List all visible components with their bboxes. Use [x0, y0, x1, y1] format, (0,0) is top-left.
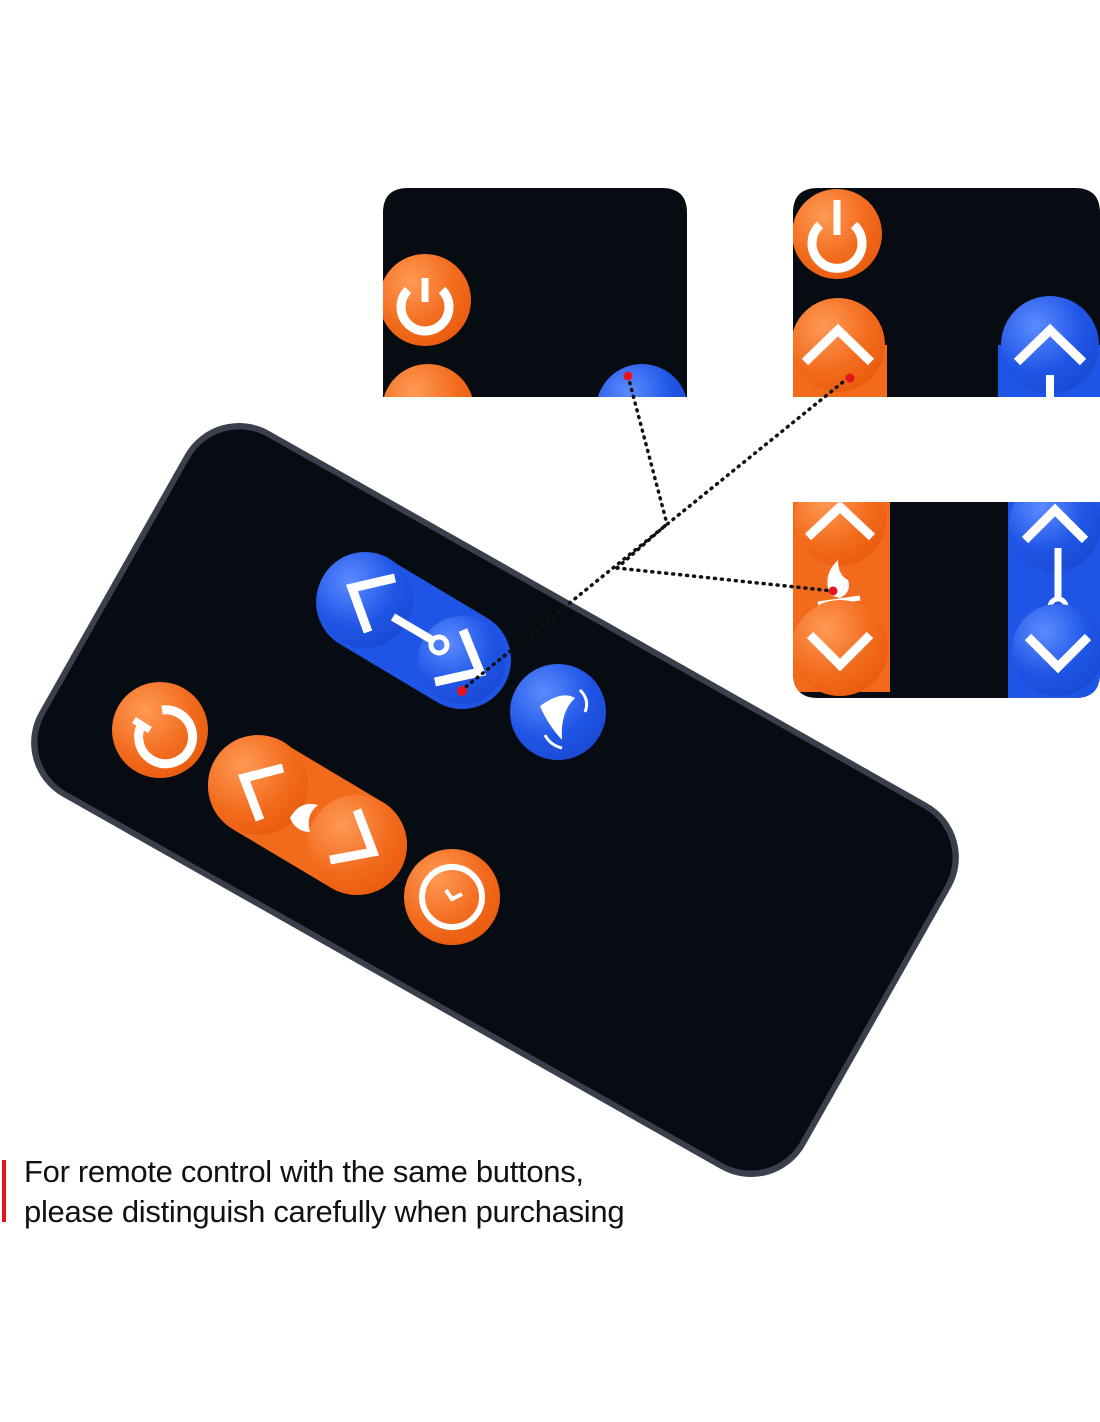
- flame-down-icon: [806, 631, 874, 672]
- flame-up-icon: [804, 502, 876, 541]
- power-icon: [807, 221, 867, 273]
- timer-up-down-button[interactable]: [316, 552, 511, 709]
- timer-up-icon: [346, 573, 397, 634]
- timer-button-detail: [596, 364, 687, 397]
- power-icon: [396, 286, 454, 336]
- caption-line-1: For remote control with the same buttons…: [24, 1154, 584, 1189]
- flame-up-icon: [238, 763, 285, 822]
- up-arrow-icon: [801, 323, 875, 366]
- caption-accent-bar: [2, 1160, 6, 1222]
- fan-heat-icon: [540, 695, 575, 740]
- timer-needle-icon: [390, 613, 435, 644]
- remote-face: [37, 429, 953, 1171]
- up-button-detail: [383, 364, 474, 397]
- timer-down-icon: [1024, 633, 1092, 674]
- detail-panel-b: [793, 188, 1100, 397]
- timer-up-icon: [1013, 323, 1087, 366]
- remote-control: [31, 423, 959, 1177]
- detail-panel-a: [383, 188, 687, 397]
- callout-markers: [457, 371, 855, 696]
- power-button[interactable]: [112, 682, 208, 778]
- callout-lines: [460, 374, 850, 692]
- flame-icon: [290, 803, 318, 832]
- flame-up-down-button[interactable]: [208, 735, 407, 895]
- flame-down-icon: [329, 808, 380, 865]
- caption-line-2: please distinguish carefully when purcha…: [24, 1194, 625, 1229]
- timer-up-icon: [1021, 503, 1089, 544]
- fan-heat-button[interactable]: [510, 664, 606, 760]
- clock-icon: [419, 864, 485, 930]
- timer-down-icon: [434, 628, 487, 687]
- caption: For remote control with the same buttons…: [24, 1152, 625, 1232]
- clock-button[interactable]: [404, 849, 500, 945]
- power-icon: [134, 705, 198, 769]
- detail-panel-c: [793, 502, 1100, 698]
